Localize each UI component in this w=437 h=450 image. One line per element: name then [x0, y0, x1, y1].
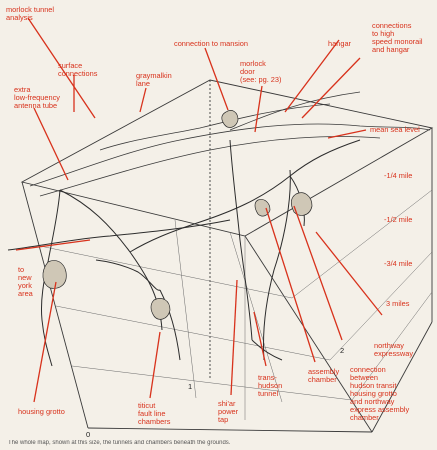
label-extra-low-frequency: extra low-frequency antenna tube [14, 85, 61, 110]
tunnel-chambers [42, 110, 313, 320]
label-high-speed-monorail: connections to high speed monorail and h… [372, 21, 423, 54]
label-hudson-transit: connection between hudson transit housin… [350, 365, 410, 422]
label-morlock-tunnel-analysis: morlock tunnel analysis [6, 5, 55, 22]
label-northway-expressway: northway expressway [374, 341, 414, 358]
label-surface-connections: surface connections [58, 61, 98, 78]
label-three-quarter-mile: -3/4 mile [384, 259, 413, 268]
depth-grid [39, 189, 433, 420]
label-morlock-door: morlock door (see: pg. 23) [240, 59, 282, 84]
leader-lines [15, 17, 383, 403]
label-connection-to-mansion: connection to mansion [174, 39, 248, 48]
label-trans-hudson-tunnel: trans- hudson tunnel [258, 373, 283, 398]
scale-one: 1 [188, 382, 193, 391]
surface-paths [29, 91, 431, 197]
label-housing-grotto: housing grotto [18, 407, 65, 416]
label-half-mile: -1/2 mile [384, 215, 413, 224]
scale-zero: 0 [86, 430, 91, 439]
block-outline [20, 79, 434, 433]
label-to-new-york: to new york area [18, 265, 33, 298]
label-three-miles: 3 miles [386, 299, 410, 308]
scale-two: 2 [340, 346, 345, 355]
label-titicut-fault: titicut fault line chambers [138, 401, 171, 426]
label-assembly-chamber: assembly chamber [308, 367, 340, 384]
label-mean-sea-level: mean sea level [370, 125, 420, 134]
label-quarter-mile: -1/4 mile [384, 171, 413, 180]
label-shiar-power-tap: shi'ar power tap [218, 399, 239, 424]
label-hangar: hangar [328, 39, 352, 48]
label-graymalkin-lane: graymalkin lane [136, 71, 172, 88]
caption: The whole map, shown at this size, the t… [8, 440, 231, 446]
